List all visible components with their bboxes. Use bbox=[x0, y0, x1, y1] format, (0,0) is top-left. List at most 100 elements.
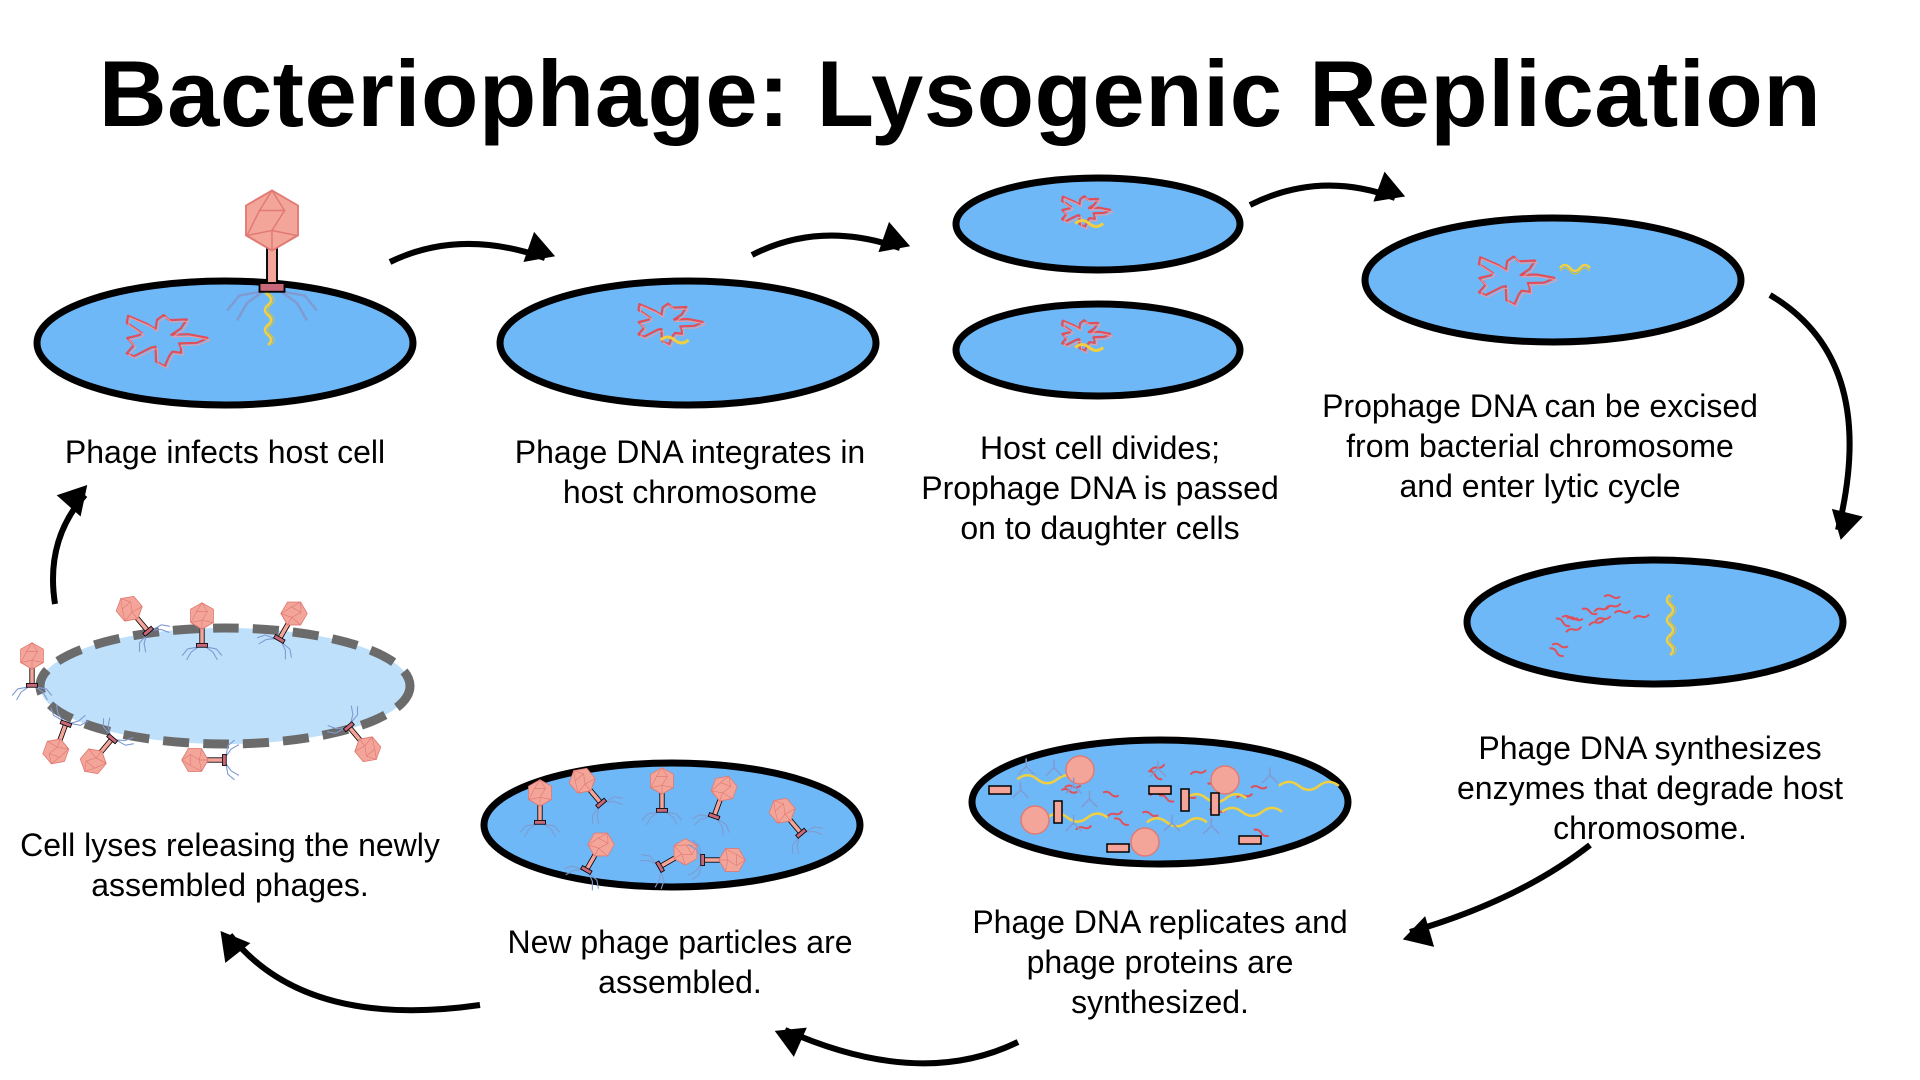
caption-infect: Phage infects host cell bbox=[64, 434, 386, 470]
cell-degrade bbox=[1463, 556, 1847, 688]
baseplate bbox=[273, 634, 286, 644]
tail-fibers bbox=[791, 826, 823, 855]
phage-tail bbox=[703, 857, 721, 863]
dna-fragment bbox=[1581, 607, 1598, 616]
phage-tail bbox=[199, 627, 205, 645]
host-chromosome-strand bbox=[1480, 257, 1558, 308]
phage-facets bbox=[120, 598, 143, 622]
dna-fragment bbox=[1148, 770, 1163, 781]
cell-membrane bbox=[33, 277, 417, 409]
arrow-4-to-5 bbox=[1768, 292, 1863, 540]
dna-fragment bbox=[1613, 609, 1632, 614]
released-phage bbox=[327, 705, 382, 763]
cycle-arrows bbox=[50, 171, 1863, 1067]
dna-fragment bbox=[1555, 617, 1571, 628]
dna-fragment bbox=[1549, 647, 1564, 658]
released-phage bbox=[42, 704, 89, 765]
caption-replicate: Phage DNA replicates and phage proteins … bbox=[972, 904, 1348, 1020]
host-chromosome bbox=[1477, 255, 1556, 306]
cell-assemble bbox=[480, 759, 864, 891]
phage-dna-strand bbox=[1669, 594, 1677, 656]
dna-fragment bbox=[1565, 626, 1582, 633]
tail-fiber-protein bbox=[1202, 817, 1220, 835]
phage-facets bbox=[573, 770, 596, 794]
caption-excise: Prophage DNA can be excised from bacteri… bbox=[1322, 388, 1758, 504]
tail-fibers bbox=[687, 839, 702, 881]
phage-dna bbox=[263, 284, 273, 346]
phage-facets bbox=[47, 738, 70, 765]
baseplate bbox=[258, 282, 286, 293]
tail-fibers bbox=[327, 705, 359, 734]
baseplate bbox=[580, 865, 593, 875]
phage-facets bbox=[181, 748, 209, 772]
phage-tail-protein bbox=[1053, 800, 1063, 824]
released-phage bbox=[181, 602, 223, 661]
baseplate bbox=[707, 812, 721, 821]
phage-facets bbox=[673, 844, 698, 866]
tail-fiber-protein bbox=[1080, 791, 1098, 808]
cell-lysed bbox=[11, 595, 415, 781]
dna-fragment bbox=[1253, 828, 1269, 838]
phage-facets bbox=[650, 767, 674, 795]
phage-dna-copy bbox=[1278, 780, 1340, 792]
tail-fibers bbox=[226, 289, 318, 322]
daughter-cell-bottom bbox=[952, 300, 1244, 400]
tail-fiber-protein bbox=[1011, 781, 1030, 799]
baseplate bbox=[534, 819, 546, 825]
phage-head-protein bbox=[1210, 765, 1240, 795]
phage-head-protein bbox=[1065, 755, 1095, 785]
phage-facets bbox=[354, 736, 377, 760]
dna-fragment bbox=[1141, 810, 1159, 818]
baseplate bbox=[795, 827, 808, 839]
assembled-phage bbox=[519, 779, 561, 838]
tail-fiber-protein bbox=[1163, 815, 1181, 832]
lysed-membrane bbox=[35, 623, 415, 749]
phage-facets bbox=[718, 848, 746, 872]
phage-facets bbox=[587, 832, 609, 857]
tail-fiber-protein bbox=[1065, 777, 1083, 795]
daughter-cell-top bbox=[952, 174, 1244, 274]
tail-fibers bbox=[591, 796, 623, 825]
phage-tail bbox=[29, 667, 35, 685]
phage-head-protein bbox=[1130, 827, 1160, 857]
host-chromosome-strand bbox=[127, 316, 211, 370]
host-chromosome bbox=[125, 313, 209, 368]
caption-degrade: Phage DNA synthesizes enzymes that degra… bbox=[1456, 730, 1843, 846]
tail-fibers bbox=[102, 717, 134, 746]
phage-dna-copy bbox=[1221, 806, 1283, 818]
tail-fibers bbox=[11, 686, 53, 701]
prophage-dna bbox=[659, 335, 690, 345]
cells-layer bbox=[11, 174, 1847, 891]
infecting-phage bbox=[226, 189, 318, 322]
assembled-phage bbox=[639, 838, 698, 890]
cell-membrane bbox=[1463, 556, 1847, 688]
arrow-6-to-7 bbox=[774, 1027, 1020, 1067]
arrow-1-to-2 bbox=[388, 231, 556, 265]
phage-facets bbox=[280, 601, 302, 626]
tail-fiber-protein bbox=[1149, 760, 1167, 778]
baseplate bbox=[595, 797, 608, 809]
dna-fragment bbox=[1149, 763, 1166, 772]
dna-fragment bbox=[1106, 810, 1124, 818]
phage-tail bbox=[537, 804, 543, 822]
caption-lyse: Cell lyses releasing the newly assembled… bbox=[20, 827, 440, 903]
dna-fragment bbox=[1189, 769, 1207, 776]
assembled-phage bbox=[687, 839, 746, 881]
arrow-2-to-3 bbox=[750, 221, 911, 258]
prophage-dna bbox=[1074, 219, 1105, 228]
cell-excise bbox=[1361, 214, 1745, 346]
host-chromosome bbox=[1060, 195, 1112, 229]
baseplate bbox=[106, 733, 119, 745]
phage-head-protein bbox=[1020, 805, 1050, 835]
tail-fibers bbox=[563, 865, 599, 891]
cell-membrane bbox=[496, 277, 880, 409]
cell-membrane bbox=[480, 759, 864, 891]
dna-fragment bbox=[1604, 602, 1622, 610]
dna-fragment bbox=[1588, 618, 1605, 627]
caption-divide: Host cell divides; Prophage DNA is passe… bbox=[921, 430, 1279, 546]
tail-fibers bbox=[639, 854, 665, 890]
tail-fiber-protein bbox=[1017, 758, 1035, 776]
dna-fragment bbox=[1632, 613, 1650, 620]
phage-facets bbox=[773, 800, 796, 824]
phage-dna-strand bbox=[267, 284, 275, 346]
